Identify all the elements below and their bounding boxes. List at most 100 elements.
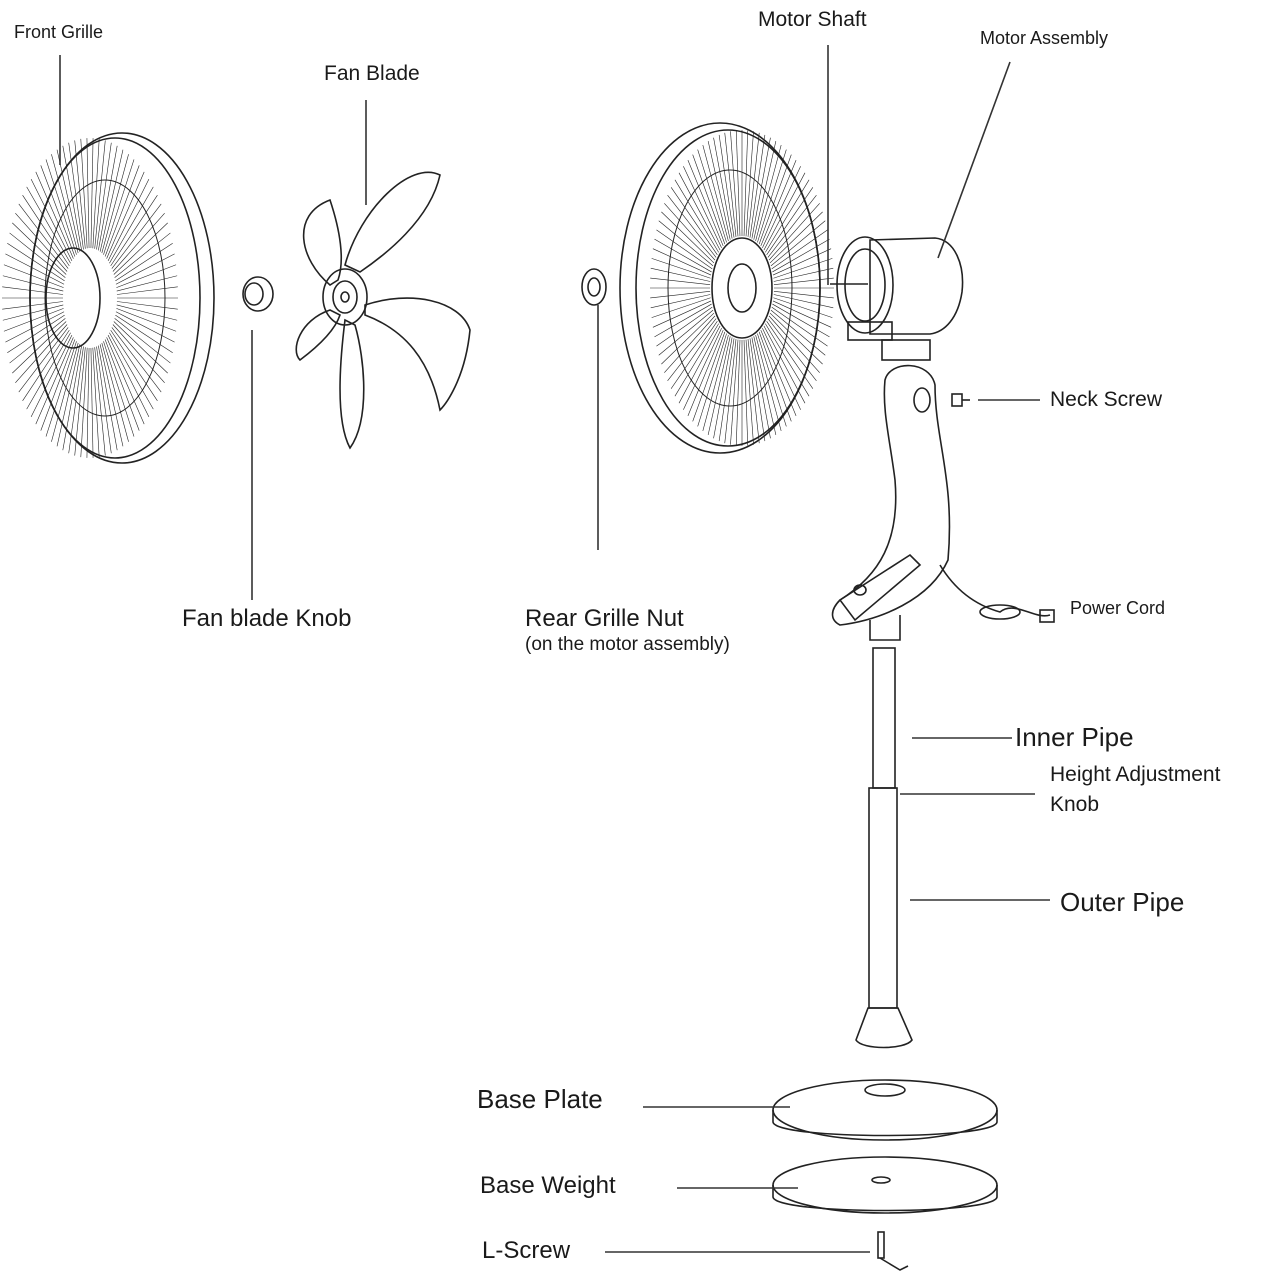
grille-spoke <box>771 229 828 270</box>
grille-spoke <box>771 306 828 347</box>
grille-spoke <box>90 138 94 249</box>
grille-spoke <box>116 308 177 332</box>
grille-spoke <box>707 336 731 435</box>
grille-spoke <box>51 342 79 442</box>
grille-spoke <box>74 140 86 249</box>
grille-spoke <box>743 339 749 446</box>
grille-spoke <box>654 303 712 338</box>
grille-spoke <box>110 329 158 402</box>
grille-spoke <box>661 312 715 365</box>
grille-spoke <box>86 138 90 249</box>
grille-spoke <box>80 138 88 249</box>
grille-spoke <box>652 248 712 276</box>
label-height-adjustment-line2: Knob <box>1050 793 1100 816</box>
grille-spoke <box>114 318 171 364</box>
grille-spoke <box>101 154 129 254</box>
grille-spoke <box>107 178 150 261</box>
grille-spoke <box>762 166 801 249</box>
grille-spoke <box>40 165 76 257</box>
grille-spoke <box>112 324 165 383</box>
grille-spoke <box>116 304 178 321</box>
grille-spoke <box>765 323 810 397</box>
grille-spoke <box>667 194 717 258</box>
grille-spoke <box>115 314 173 353</box>
grille-spoke <box>773 267 834 282</box>
label-outer-pipe: Outer Pipe <box>1060 887 1185 917</box>
grille-spoke <box>114 232 171 278</box>
grille-spoke <box>3 308 64 332</box>
grille-spoke <box>62 345 82 451</box>
grille-spoke <box>650 294 711 309</box>
grille-spoke <box>651 258 711 279</box>
grille-spoke <box>702 334 729 432</box>
grille-spoke <box>664 315 716 373</box>
grille-spoke <box>40 339 76 431</box>
grille-spoke <box>664 203 716 261</box>
grille-spoke <box>755 334 782 432</box>
grille-spoke <box>109 332 154 410</box>
grille-spoke <box>9 232 66 278</box>
grille-spoke <box>674 179 719 253</box>
fan-blade-drawing <box>295 171 471 450</box>
label-motor-shaft: Motor Shaft <box>758 8 867 31</box>
grille-spoke <box>68 346 84 454</box>
grille-spoke <box>92 347 100 458</box>
grille-spoke <box>3 264 64 288</box>
grille-spoke <box>111 327 162 393</box>
grille-spoke <box>2 286 64 295</box>
grille-spoke <box>99 344 124 447</box>
grille-spoke <box>683 327 722 410</box>
grille-spoke <box>650 267 711 282</box>
grille-spoke <box>80 347 88 458</box>
rear-grille-nut-drawing <box>581 268 607 306</box>
grille-spoke <box>26 332 71 410</box>
grille-spoke <box>773 297 833 318</box>
label-base-weight: Base Weight <box>480 1172 616 1199</box>
grille-spoke <box>745 131 754 237</box>
grille-spoke <box>96 346 112 454</box>
grille-spoke <box>90 347 94 458</box>
grille-spoke <box>773 294 834 309</box>
grille-spoke <box>30 335 73 418</box>
label-fan-blade-knob: Fan blade Knob <box>182 605 352 632</box>
grille-spoke <box>772 300 832 328</box>
grille-spoke <box>767 194 817 258</box>
grille-spoke <box>769 211 823 264</box>
grille-spoke <box>5 253 65 285</box>
grille-spoke <box>747 132 760 237</box>
base-plate-drawing <box>772 1079 998 1141</box>
grille-spoke <box>773 258 833 279</box>
grille-spoke <box>766 187 814 256</box>
grille-spoke <box>718 134 735 238</box>
grille-spoke <box>45 341 77 437</box>
grille-spoke <box>115 311 175 343</box>
grille-spoke <box>753 141 777 240</box>
grille-spoke <box>86 347 90 458</box>
label-l-screw: L-Screw <box>482 1237 571 1264</box>
grille-spoke <box>730 131 739 237</box>
grille-spoke <box>718 338 735 442</box>
grille-spoke <box>99 149 124 252</box>
grille-spoke <box>763 172 806 251</box>
grille-spoke <box>2 304 64 321</box>
grille-spoke <box>658 220 714 267</box>
grille-spoke <box>30 178 73 261</box>
grille-spoke <box>26 186 71 264</box>
grille-spoke <box>18 203 69 269</box>
grille-spoke <box>702 144 729 242</box>
grille-spoke <box>765 179 810 253</box>
grille-spoke <box>652 300 712 328</box>
grille-spoke <box>692 154 726 245</box>
grille-spoke <box>103 159 135 255</box>
power-cord-drawing <box>939 564 1055 623</box>
grille-spoke <box>110 194 158 267</box>
grille-spoke <box>661 211 715 264</box>
grille-spoke <box>98 345 118 451</box>
grille-spoke <box>713 137 733 239</box>
grille-spoke <box>735 339 741 446</box>
grille-spoke <box>116 264 177 288</box>
grille-spoke <box>757 333 787 427</box>
grille-spoke <box>768 315 820 373</box>
grille-spoke <box>766 320 814 389</box>
